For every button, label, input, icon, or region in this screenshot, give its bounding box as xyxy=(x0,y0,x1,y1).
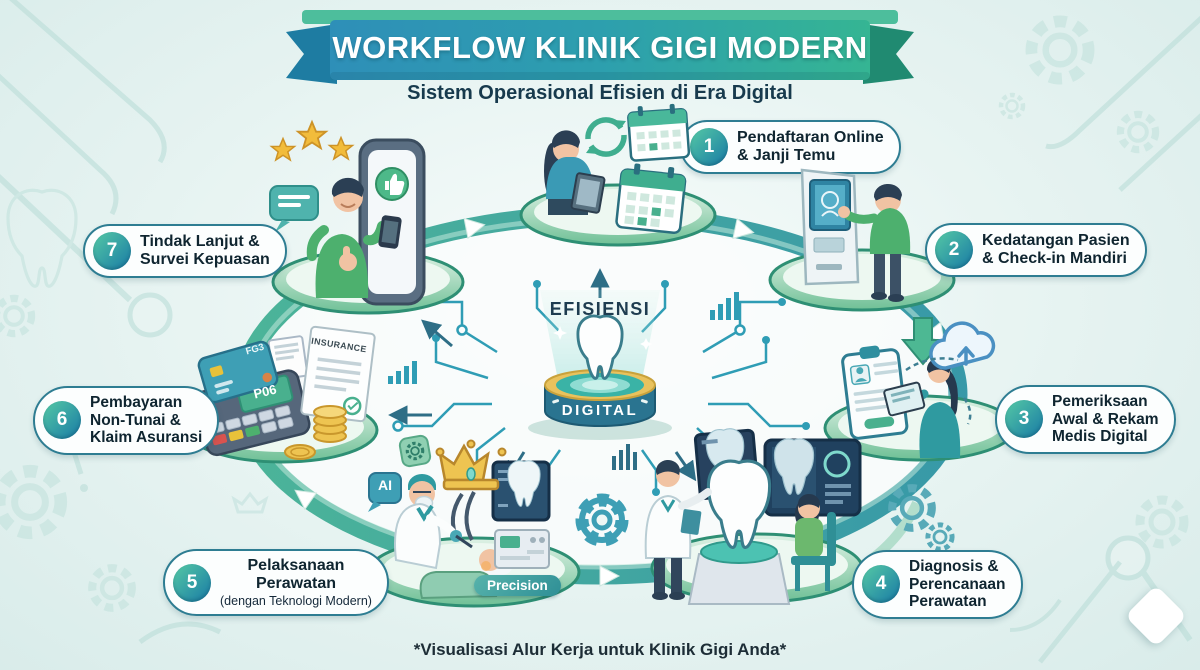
sparkle-icon xyxy=(553,300,652,350)
speech-bubble-icon xyxy=(269,185,319,232)
scene-registration xyxy=(519,103,717,247)
step-3-pill: 3 Pemeriksaan Awal & Rekam Medis Digital xyxy=(995,385,1176,454)
step-4-label: Diagnosis & Perencanaan Perawatan xyxy=(909,558,1006,611)
scene-records xyxy=(823,317,1017,462)
doctor-illustration xyxy=(644,459,712,600)
scene-survey xyxy=(269,121,465,315)
step-2-label: Kedatangan Pasien & Check-in Mandiri xyxy=(982,231,1130,267)
crown-icon xyxy=(435,439,507,491)
precision-badge: Precision xyxy=(474,575,561,596)
step-6-number-badge: 6 xyxy=(43,401,81,440)
scene-checkin xyxy=(768,168,956,312)
ai-badge-label: AI xyxy=(378,477,392,493)
seated-patient-illustration xyxy=(791,493,836,591)
page-subtitle: Sistem Operasional Efisien di Era Digita… xyxy=(407,82,793,104)
step-2-pill: 2 Kedatangan Pasien & Check-in Mandiri xyxy=(925,223,1147,277)
step-1-label: Pendaftaran Online & Janji Temu xyxy=(737,128,884,164)
step-4-pill: 4 Diagnosis & Perencanaan Perawatan xyxy=(852,550,1023,619)
step-5-number-badge: 5 xyxy=(173,563,211,602)
thumbs-up-icon xyxy=(385,173,405,195)
step-5-label: Pelaksanaan Perawatan xyxy=(247,557,345,593)
dentist-illustration xyxy=(394,474,473,570)
footer-note: *Visualisasi Alur Kerja untuk Klinik Gig… xyxy=(413,640,787,659)
step-6-label: Pembayaran Non-Tunai & Klaim Asuransi xyxy=(90,394,203,447)
tablet-icon xyxy=(883,381,926,417)
step-3-label: Pemeriksaan Awal & Rekam Medis Digital xyxy=(1052,393,1159,446)
dental-equipment-icon xyxy=(491,460,551,522)
console-icon xyxy=(494,529,550,569)
credit-card-icon xyxy=(197,340,279,404)
calendar-icon xyxy=(615,163,687,235)
gear-badge-icon xyxy=(398,434,432,468)
step-7-pill: 7 Tindak Lanjut & Survei Kepuasan xyxy=(83,224,287,278)
step-5-pill: 5 Pelaksanaan Perawatan (dengan Teknolog… xyxy=(163,549,389,617)
step-7-number-badge: 7 xyxy=(93,232,131,270)
coins-icon xyxy=(284,405,347,460)
tooth-pedestal xyxy=(528,300,672,440)
scene-payment xyxy=(185,325,379,464)
calendar-icon xyxy=(627,103,691,162)
patient-at-kiosk-illustration xyxy=(838,183,911,302)
digital-label: DIGITAL xyxy=(561,402,639,419)
sync-arrows-icon xyxy=(585,117,627,157)
ai-badge xyxy=(368,472,402,512)
face-scan-icon xyxy=(821,191,839,209)
scene-diagnosis xyxy=(644,427,864,605)
kiosk-icon xyxy=(800,168,860,286)
step-7-label: Tindak Lanjut & Survei Kepuasan xyxy=(140,232,270,268)
step-5-sublabel: (dengan Teknologi Modern) xyxy=(220,594,372,609)
gear-icon xyxy=(575,488,952,549)
star-icon xyxy=(270,121,354,161)
step-3-number-badge: 3 xyxy=(1005,400,1043,439)
bar-chart-icon xyxy=(388,292,739,470)
patient-with-tablet-illustration xyxy=(544,130,606,215)
step-1-number-badge: 1 xyxy=(690,128,728,166)
page-title: WORKFLOW KLINIK GIGI MODERN xyxy=(332,30,868,65)
cloud-upload-icon xyxy=(929,321,996,370)
step-1-pill: 1 Pendaftaran Online & Janji Temu xyxy=(680,120,901,174)
insurance-document-icon xyxy=(300,325,376,423)
tooth-model-icon xyxy=(687,459,791,605)
step-6-pill: 6 Pembayaran Non-Tunai & Klaim Asuransi xyxy=(33,386,220,455)
step-2-number-badge: 2 xyxy=(935,231,973,269)
step-4-number-badge: 4 xyxy=(862,565,900,604)
happy-patient-illustration xyxy=(306,177,402,298)
efficiency-label: EFISIENSI xyxy=(549,299,651,319)
title-ribbon xyxy=(286,10,914,84)
